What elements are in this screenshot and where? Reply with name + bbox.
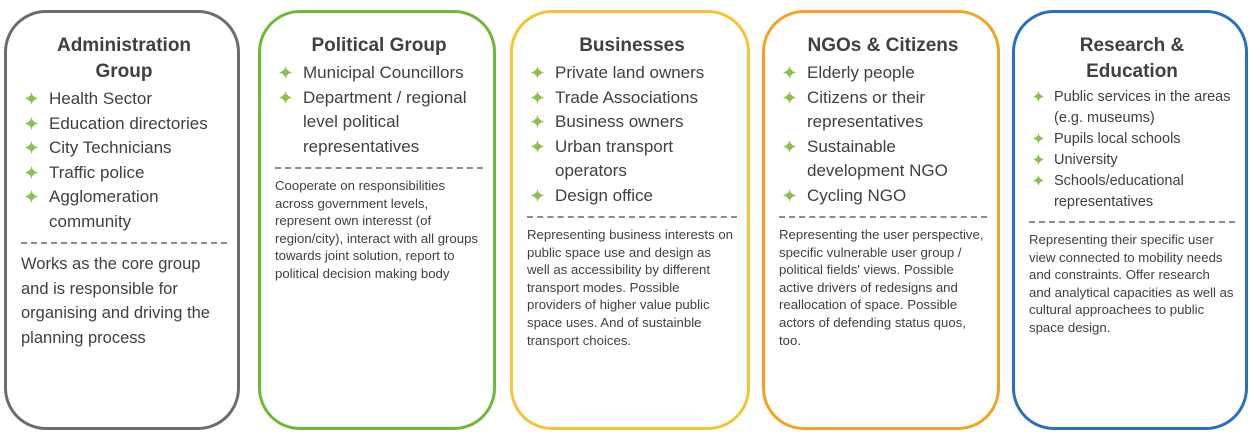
- item-list: Elderly people Citizens or their represe…: [779, 61, 987, 208]
- item-list: Municipal Councillors Department / regio…: [275, 61, 483, 159]
- card-title: Political Group: [311, 35, 447, 56]
- leaf-bullet-icon: [1033, 133, 1044, 144]
- list-item: Department / regional level political re…: [275, 86, 483, 160]
- leaf-bullet-icon: [783, 90, 796, 104]
- leaf-bullet-icon: [25, 116, 38, 130]
- leaf-bullet-icon: [279, 66, 292, 79]
- list-item: Business owners: [527, 110, 737, 135]
- card-description: Representing the user perspective, speci…: [779, 227, 984, 348]
- item-list: Health Sector Education directories City…: [21, 87, 227, 234]
- leaf-bullet-icon: [25, 92, 38, 105]
- leaf-bullet-icon: [531, 90, 544, 104]
- list-item: Public services in the areas (e.g. museu…: [1029, 87, 1235, 129]
- list-item: Trade Associations: [527, 86, 737, 111]
- card-description: Cooperate on responsibilities across gov…: [275, 178, 479, 281]
- card-description: Representing their specific user view co…: [1029, 232, 1234, 335]
- list-item: Pupils local schools: [1029, 129, 1235, 150]
- leaf-bullet-icon: [279, 90, 292, 104]
- dashed-divider: [275, 167, 483, 169]
- leaf-bullet-icon: [783, 188, 796, 202]
- card-title: Businesses: [579, 35, 685, 56]
- ngos-citizens-card: NGOs & Citizens Elderly people Citizens …: [762, 10, 1000, 430]
- leaf-bullet-icon: [531, 139, 544, 153]
- leaf-bullet-icon: [531, 66, 544, 79]
- list-item: Elderly people: [779, 61, 987, 86]
- list-item: Cycling NGO: [779, 184, 987, 209]
- leaf-bullet-icon: [25, 141, 38, 154]
- leaf-bullet-icon: [783, 139, 796, 153]
- list-item: Municipal Councillors: [275, 61, 483, 86]
- card-description: Representing business interests on publi…: [527, 227, 733, 348]
- list-item: Traffic police: [21, 161, 227, 186]
- card-title: Research & Education: [1079, 35, 1185, 82]
- list-item: Schools/educational representatives: [1029, 171, 1235, 213]
- card-title: Administration Group: [56, 35, 192, 82]
- leaf-bullet-icon: [531, 188, 544, 202]
- card-title: NGOs & Citizens: [807, 35, 959, 56]
- list-item: Agglomeration community: [21, 185, 227, 234]
- item-list: Public services in the areas (e.g. museu…: [1029, 87, 1235, 213]
- leaf-bullet-icon: [25, 165, 38, 179]
- dashed-divider: [527, 216, 737, 218]
- political-group-card: Political Group Municipal Councillors De…: [258, 10, 496, 430]
- leaf-bullet-icon: [1033, 154, 1044, 165]
- dashed-divider: [21, 242, 227, 244]
- list-item: Citizens or their representatives: [779, 86, 987, 135]
- leaf-bullet-icon: [1033, 175, 1044, 186]
- dashed-divider: [1029, 221, 1235, 223]
- list-item: City Technicians: [21, 136, 227, 161]
- dashed-divider: [779, 216, 987, 218]
- item-list: Private land owners Trade Associations B…: [527, 61, 737, 208]
- leaf-bullet-icon: [531, 115, 544, 128]
- list-item: Health Sector: [21, 87, 227, 112]
- leaf-bullet-icon: [25, 190, 38, 203]
- list-item: Education directories: [21, 112, 227, 137]
- businesses-card: Businesses Private land owners Trade Ass…: [510, 10, 750, 430]
- list-item: University: [1029, 150, 1235, 171]
- list-item: Sustainable development NGO: [779, 135, 987, 184]
- list-item: Private land owners: [527, 61, 737, 86]
- leaf-bullet-icon: [783, 66, 796, 79]
- research-education-card: Research & Education Public services in …: [1012, 10, 1248, 430]
- leaf-bullet-icon: [1033, 91, 1044, 102]
- card-description: Works as the core group and is responsib…: [21, 255, 210, 347]
- list-item: Design office: [527, 184, 737, 209]
- administration-group-card: Administration Group Health Sector Educa…: [4, 10, 240, 430]
- list-item: Urban transport operators: [527, 135, 737, 184]
